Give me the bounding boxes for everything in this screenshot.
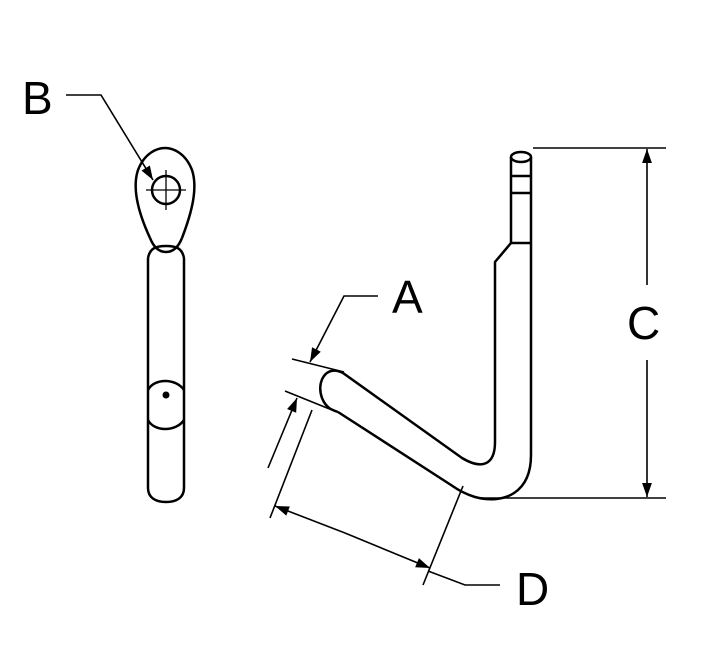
label-b-leader: [66, 94, 154, 181]
eye-neck-right: [165, 244, 186, 259]
label-b: B: [22, 72, 53, 124]
hook-bend-inner: [342, 371, 497, 466]
eye-neck-left: [146, 244, 167, 259]
hole-centre-cross: [146, 170, 186, 210]
dim-a-ext-2: [284, 390, 338, 413]
eye-neck-curve: [148, 237, 184, 254]
label-c: C: [627, 297, 660, 349]
side-shank-outline: [146, 258, 186, 504]
dimension-d: [269, 409, 500, 586]
dim-d-ext-right: [422, 485, 464, 586]
dimension-a: [267, 295, 378, 469]
dim-a-ext-1: [291, 358, 345, 373]
bend-center-dot: [162, 391, 170, 399]
label-a: A: [392, 271, 423, 323]
label-d: D: [516, 563, 549, 615]
bend-curve-bottom: [146, 419, 186, 431]
dim-a-leader: [309, 295, 378, 363]
side-view: [134, 146, 196, 504]
hook-top-end: [509, 150, 533, 164]
dim-d-arrow-right: [344, 532, 431, 569]
hook-shoulder: [493, 242, 512, 442]
dim-d-arrow-left: [274, 505, 346, 534]
eye-head-outline: [134, 146, 196, 239]
dimension-c: [478, 147, 666, 499]
dim-a-arrow-lower: [267, 397, 298, 469]
hook-view: [319, 150, 533, 501]
dim-d-leader: [427, 570, 500, 586]
hook-bend-outer: [337, 410, 533, 501]
bend-curve-top: [146, 379, 186, 391]
dim-d-ext-left: [269, 409, 313, 519]
